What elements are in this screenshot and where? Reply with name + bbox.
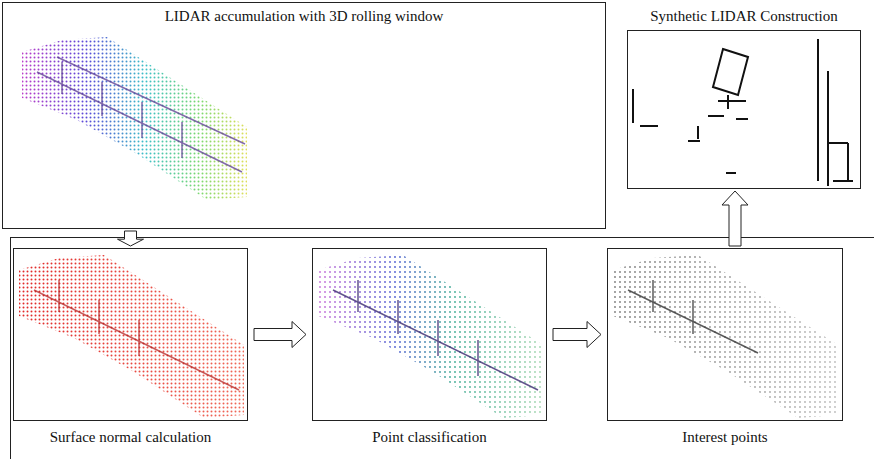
image-box: Synthetic LIDAR Construction [627, 30, 861, 189]
block-arrow [553, 322, 601, 348]
synthetic-scan [633, 39, 853, 186]
image-box: Surface normal calculation [13, 248, 248, 421]
point-cloud [17, 32, 250, 202]
image-box: Interest points [607, 248, 843, 421]
block-arrow [118, 231, 144, 246]
block-arrow [722, 191, 748, 246]
block-arrow [254, 322, 306, 348]
point-cloud [14, 250, 247, 420]
caption-text: LIDAR accumulation with 3D rolling windo… [165, 7, 444, 25]
caption-text: Point classification [372, 428, 487, 446]
caption-text: Surface normal calculation [50, 428, 212, 446]
image-box: Point classification [312, 248, 547, 421]
stage-panel: LIDAR accumulation with 3D rolling windo… [2, 2, 606, 229]
panel-frame [10, 237, 874, 459]
caption-text: Synthetic LIDAR Construction [650, 7, 838, 25]
point-cloud [313, 250, 546, 420]
caption-text: Interest points [682, 428, 767, 446]
point-cloud [608, 250, 841, 420]
